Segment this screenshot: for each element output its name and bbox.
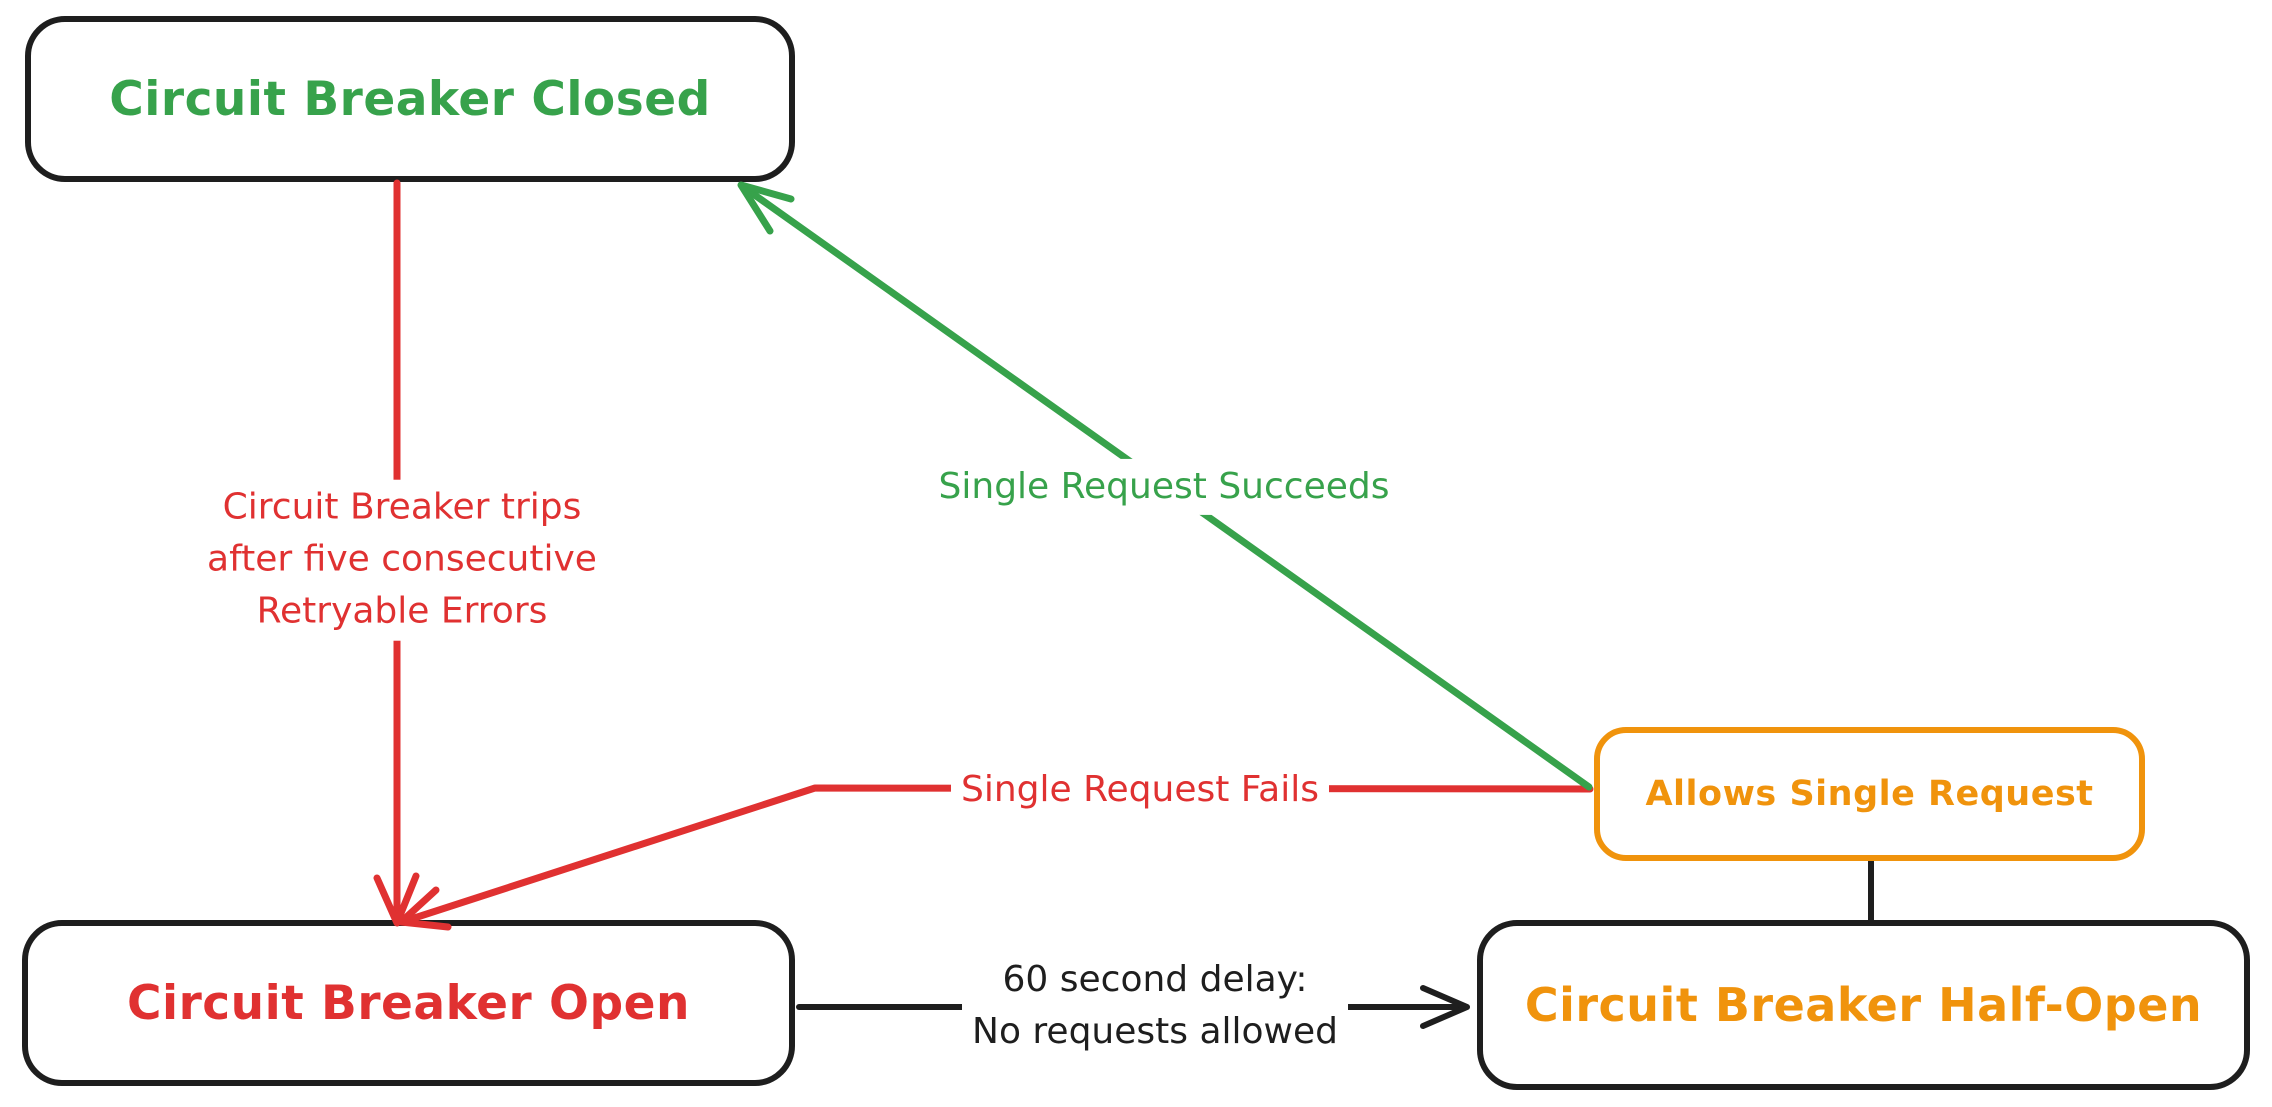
node-half-open-label: Circuit Breaker Half-Open bbox=[1524, 978, 2203, 1032]
node-open-label: Circuit Breaker Open bbox=[127, 975, 690, 1031]
delay-arrowhead-icon bbox=[1420, 985, 1470, 1029]
node-allows-label: Allows Single Request bbox=[1645, 774, 2094, 814]
fail-edge-line bbox=[398, 784, 1594, 926]
trip-edge-label-line-3: Retryable Errors bbox=[256, 591, 548, 633]
delay-edge-label-line-2: No requests allowed bbox=[972, 1011, 1338, 1052]
node-circuit-breaker-half-open: Circuit Breaker Half-Open bbox=[1477, 920, 2250, 1090]
trip-edge-label: Circuit Breaker trips after five consecu… bbox=[197, 479, 607, 641]
delay-edge-label-line-1: 60 second delay: bbox=[1002, 958, 1308, 1000]
trip-edge-label-line-1: Circuit Breaker trips bbox=[222, 486, 582, 528]
succeed-arrowhead-icon bbox=[737, 181, 795, 235]
node-circuit-breaker-open: Circuit Breaker Open bbox=[22, 920, 795, 1086]
node-circuit-breaker-closed: Circuit Breaker Closed bbox=[25, 16, 795, 182]
delay-edge-label: 60 second delay: No requests allowed bbox=[962, 951, 1348, 1061]
node-closed-label: Circuit Breaker Closed bbox=[109, 71, 711, 127]
fail-arrowhead-icon bbox=[397, 886, 452, 931]
succeed-edge-label: Single Request Succeeds bbox=[928, 458, 1400, 516]
node-allows-single-request: Allows Single Request bbox=[1594, 727, 2145, 861]
fail-edge-label: Single Request Fails bbox=[950, 761, 1330, 819]
trip-arrowhead-icon bbox=[373, 872, 420, 927]
trip-edge-label-line-2: after five consecutive bbox=[207, 538, 597, 580]
